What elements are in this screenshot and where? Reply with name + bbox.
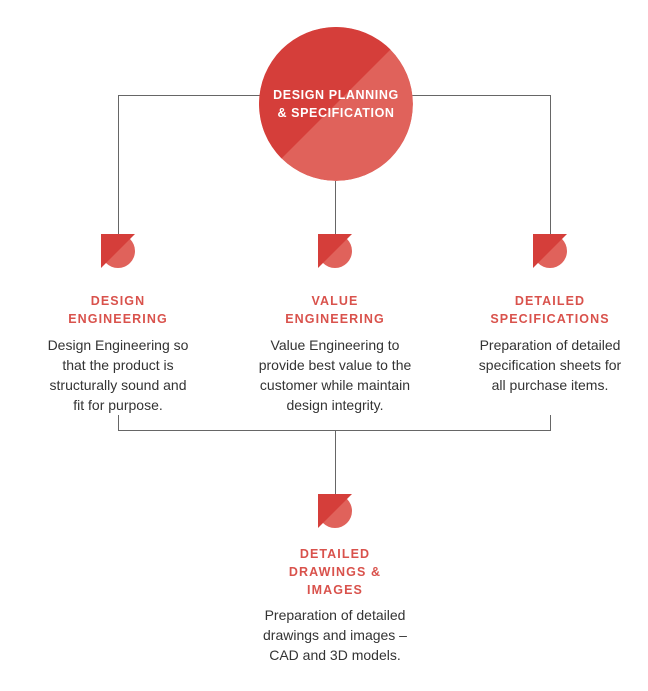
heading-line: IMAGES xyxy=(307,583,363,597)
design-engineering-description: Design Engineering so that the product i… xyxy=(33,335,203,415)
desc-line: customer while maintain xyxy=(259,377,411,393)
design-engineering-dot xyxy=(101,234,135,268)
root-node-shape xyxy=(259,27,413,181)
detailed-specifications-heading: DETAILED SPECIFICATIONS xyxy=(460,292,640,328)
connector-bottom-bracket xyxy=(118,415,551,431)
desc-line: Preparation of detailed xyxy=(264,607,406,623)
desc-line: that the product is xyxy=(62,357,174,373)
desc-line: provide best value to the xyxy=(258,357,412,373)
desc-line: Design Engineering so xyxy=(47,337,189,353)
value-engineering-dot xyxy=(318,234,352,268)
heading-line: DRAWINGS & xyxy=(288,565,382,579)
heading-line: SPECIFICATIONS xyxy=(490,312,610,326)
desc-line: CAD and 3D models. xyxy=(269,647,401,663)
heading-line: DETAILED xyxy=(514,294,586,308)
root-title-line: & SPECIFICATION xyxy=(277,106,395,120)
desc-line: design integrity. xyxy=(286,397,384,413)
detailed-drawings-dot xyxy=(318,494,352,528)
desc-line: structurally sound and xyxy=(49,377,187,393)
detailed-specifications-description: Preparation of detailed specification sh… xyxy=(465,335,635,395)
root-title-line: DESIGN PLANNING xyxy=(273,88,399,102)
desc-line: all purchase items. xyxy=(491,377,609,393)
desc-line: fit for purpose. xyxy=(73,397,163,413)
heading-line: DESIGN xyxy=(90,294,146,308)
heading-line: DETAILED xyxy=(299,547,371,561)
detailed-drawings-description: Preparation of detailed drawings and ima… xyxy=(250,605,420,665)
root-node-title: DESIGN PLANNING & SPECIFICATION xyxy=(259,27,413,181)
value-engineering-description: Value Engineering to provide best value … xyxy=(250,335,420,415)
heading-line: VALUE xyxy=(311,294,359,308)
connector-root-left xyxy=(118,95,260,235)
connector-root-right xyxy=(412,95,551,235)
desc-line: Value Engineering to xyxy=(270,337,400,353)
desc-line: Preparation of detailed xyxy=(479,337,621,353)
design-engineering-heading: DESIGN ENGINEERING xyxy=(28,292,208,328)
desc-line: drawings and images – xyxy=(263,627,407,643)
root-node-circle: DESIGN PLANNING & SPECIFICATION xyxy=(259,27,413,181)
heading-line: ENGINEERING xyxy=(68,312,168,326)
heading-line: ENGINEERING xyxy=(285,312,385,326)
detailed-specifications-dot xyxy=(533,234,567,268)
desc-line: specification sheets for xyxy=(478,357,622,373)
detailed-drawings-heading: DETAILED DRAWINGS & IMAGES xyxy=(245,545,425,599)
value-engineering-heading: VALUE ENGINEERING xyxy=(245,292,425,328)
